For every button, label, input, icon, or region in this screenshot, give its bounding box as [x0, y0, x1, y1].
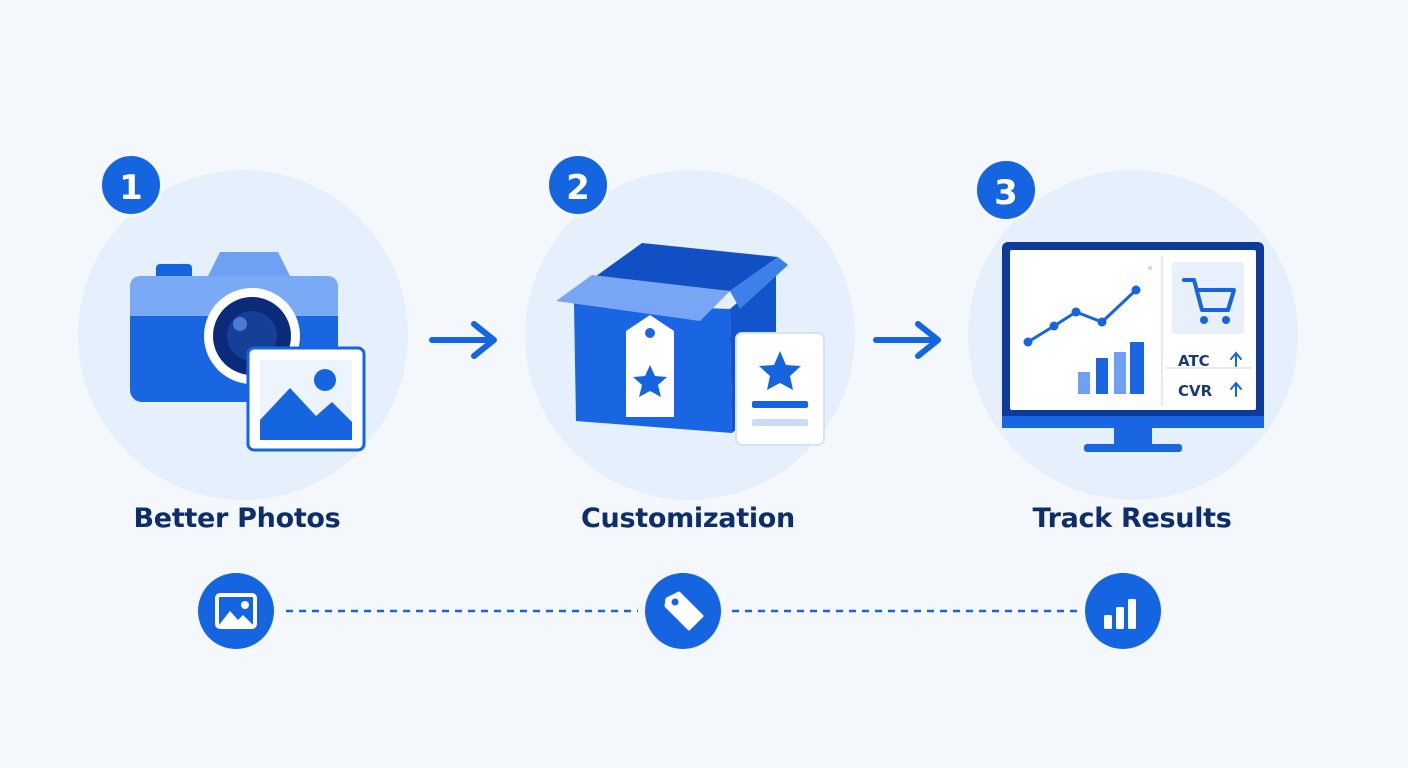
step-3-label: Track Results	[1032, 503, 1232, 534]
tag-star-icon	[633, 365, 667, 397]
box-front-flap	[556, 275, 730, 321]
metric-atc-label: ATC	[1178, 352, 1210, 370]
step-1-label: Better Photos	[133, 503, 341, 534]
metric-atc-up-arrow-icon	[1230, 351, 1242, 367]
step-1-number-badge: 1	[99, 153, 163, 217]
step-2-label: Customization	[581, 503, 795, 534]
bottom-bar-chart-icon	[1085, 573, 1161, 649]
step-3-number-badge: 3	[974, 158, 1038, 222]
image-icon	[215, 593, 257, 629]
card-star-icon	[759, 351, 801, 390]
photo-mountains	[260, 388, 352, 440]
product-box-with-tag-icon	[556, 243, 825, 446]
bottom-image-icon	[198, 573, 274, 649]
bar-chart-icon	[1104, 599, 1136, 629]
step-2-number-badge: 2	[546, 153, 610, 217]
review-card	[735, 332, 825, 446]
chart-bar-1	[1078, 372, 1090, 394]
photo-sun	[314, 369, 336, 391]
dashed-connector-1	[286, 609, 638, 613]
camera-viewfinder	[206, 252, 292, 280]
arrow-right-icon-1	[429, 321, 497, 359]
bottom-tag-icon	[645, 573, 721, 649]
chart-bar-3	[1114, 352, 1126, 394]
monitor-analytics-icon: ATC CVR	[1002, 242, 1264, 452]
chart-bar-4	[1130, 342, 1144, 394]
tag-icon	[664, 591, 704, 631]
metric-cvr-label: CVR	[1178, 382, 1213, 400]
arrow-right-icon-2	[873, 321, 941, 359]
box-right-flap	[730, 257, 788, 309]
shopping-cart-icon	[1182, 278, 1236, 312]
metric-cvr-up-arrow-icon	[1230, 381, 1242, 397]
camera-with-photo-icon	[130, 252, 366, 452]
dashed-connector-2	[732, 609, 1078, 613]
chart-bar-2	[1096, 358, 1108, 394]
monitor-stand	[1114, 428, 1152, 444]
box-back-flap	[592, 243, 778, 291]
